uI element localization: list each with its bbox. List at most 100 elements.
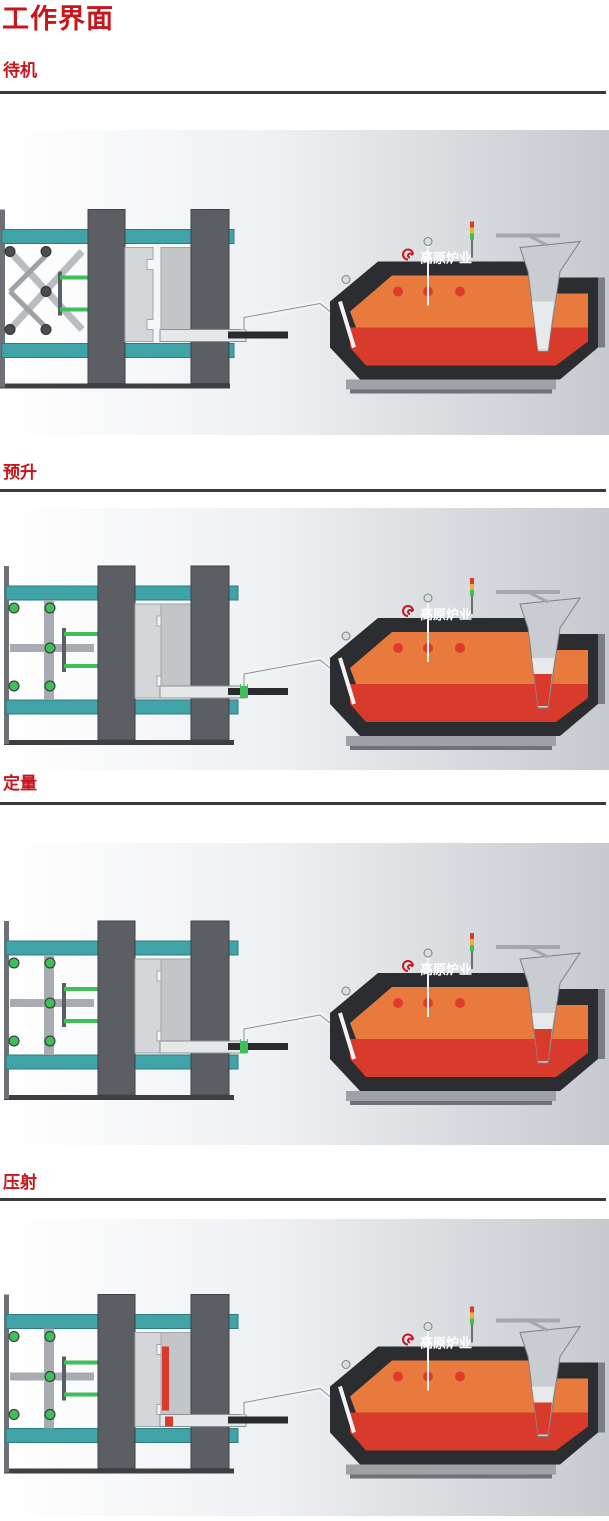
signal-light-green	[470, 945, 474, 951]
stage-divider-standby	[0, 91, 606, 94]
linkage-joint	[44, 1035, 56, 1047]
machine-group: 高原炉业	[4, 920, 605, 1105]
furnace-side-wall	[598, 277, 605, 348]
furnace-base	[346, 1091, 556, 1101]
stage-diagram-injection: 高原炉业	[0, 1219, 609, 1516]
heater-element	[393, 1371, 403, 1382]
hopper-molten	[534, 1029, 552, 1061]
injection-plunger-rod	[228, 1043, 288, 1050]
molten-in-sleeve	[165, 1416, 173, 1427]
stage-title-pre-lift: 预升	[3, 463, 37, 483]
rear-frame	[4, 921, 9, 1099]
furnace-base	[346, 736, 556, 746]
molten-lower-layer	[350, 1039, 588, 1077]
stage-title-standby: 待机	[3, 61, 37, 81]
plunger-tip	[240, 684, 248, 698]
linkage-joint	[44, 1371, 56, 1382]
linkage-joint	[8, 680, 20, 692]
molten-lower-layer	[350, 684, 588, 722]
ejector-rod-lower	[60, 307, 94, 312]
furnace-feed-tube	[338, 300, 356, 349]
molten-lower-layer	[350, 1412, 588, 1451]
linkage-joint	[44, 1331, 56, 1342]
brand-logo-icon	[402, 248, 414, 261]
signal-light-red	[470, 933, 474, 939]
hopper-stem	[532, 301, 554, 350]
ejector-rod-upper	[64, 1360, 98, 1365]
stirrer-knob	[423, 948, 433, 958]
linkage-joint	[40, 286, 52, 297]
linkage-joint	[8, 957, 20, 969]
hopper-molten	[534, 1402, 552, 1435]
fixed-platen	[190, 209, 230, 384]
hopper-support-brace	[527, 945, 549, 959]
fixed-platen	[190, 565, 230, 741]
plunger-tip	[240, 1039, 248, 1053]
valve-knob	[341, 631, 351, 641]
furnace-base	[346, 1464, 556, 1475]
hopper-molten	[534, 674, 552, 706]
molten-lower-layer	[350, 327, 588, 366]
stirrer-knob	[423, 237, 433, 246]
ejector-guide-bar	[62, 983, 66, 1027]
stage-title-dosing: 定量	[3, 774, 37, 794]
mold-fixed-half	[160, 958, 192, 1046]
ejector-guide-bar	[62, 628, 66, 672]
furnace-base-foot	[350, 389, 552, 394]
valve-knob	[341, 1360, 351, 1369]
machine-group: 高原炉业	[0, 209, 605, 394]
stage-diagram-dosing: 高原炉业	[0, 843, 609, 1145]
signal-light-pole	[471, 596, 473, 614]
furnace-base-foot	[350, 746, 552, 750]
linkage-joint	[8, 1035, 20, 1047]
machine-base-rail	[4, 1095, 234, 1100]
linkage-joint	[44, 997, 56, 1009]
linkage-joint	[8, 1331, 20, 1342]
mold-moving-half	[124, 247, 154, 342]
signal-light-pole	[471, 1324, 473, 1343]
stage-divider-dosing	[0, 802, 606, 805]
furnace-base	[346, 379, 556, 390]
heater-element	[455, 1371, 465, 1382]
toggle-link-d	[8, 289, 48, 330]
signal-light-red	[470, 578, 474, 584]
signal-light-green	[470, 1318, 474, 1325]
machine-group: 高原炉业	[4, 1294, 605, 1479]
heater-element	[393, 998, 403, 1008]
mold-fixed-half	[160, 603, 192, 691]
stage-diagram-standby: 高原炉业	[0, 130, 609, 435]
signal-light-red	[470, 221, 474, 228]
furnace-side-wall	[598, 989, 605, 1059]
toggle-link-c	[8, 253, 48, 294]
signal-light-green	[470, 590, 474, 596]
fixed-platen	[190, 1294, 230, 1469]
hopper-support-brace	[527, 234, 549, 247]
heater-element	[393, 643, 403, 653]
heater-element	[455, 643, 465, 653]
signal-light-pole	[471, 239, 473, 258]
signal-light-yellow	[470, 227, 474, 234]
injection-plunger-rod	[228, 331, 288, 339]
signal-light-yellow	[470, 1312, 474, 1319]
machine-base-rail	[0, 383, 230, 389]
heater-element	[393, 286, 403, 297]
linkage-joint	[44, 957, 56, 969]
stage-divider-pre-lift	[0, 489, 606, 492]
injection-plunger-rod	[228, 688, 288, 695]
signal-light-pole	[471, 951, 473, 969]
page-title: 工作界面	[2, 4, 114, 35]
injection-plunger-rod	[228, 1416, 288, 1424]
heater-element	[455, 286, 465, 297]
moving-platen	[97, 920, 136, 1096]
stage-divider-injection	[0, 1198, 606, 1201]
linkage-joint	[40, 246, 52, 257]
linkage-joint	[44, 1409, 56, 1420]
molten-upper-layer	[350, 632, 588, 684]
furnace-base-foot	[350, 1474, 552, 1479]
machine-base-rail	[4, 740, 234, 745]
machine-base-rail	[4, 1468, 234, 1474]
linkage-joint	[8, 602, 20, 614]
signal-light-yellow	[470, 939, 474, 945]
signal-light-yellow	[470, 584, 474, 590]
heater-element	[455, 998, 465, 1008]
